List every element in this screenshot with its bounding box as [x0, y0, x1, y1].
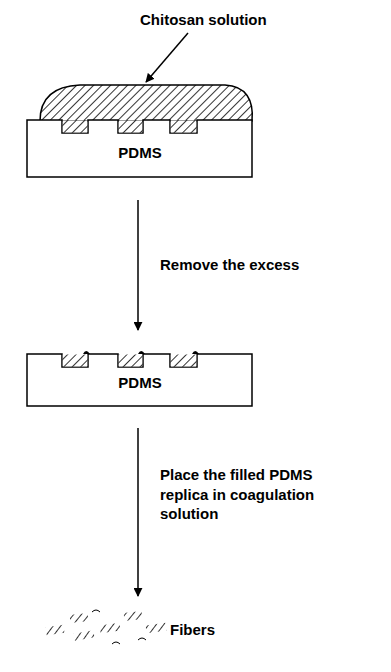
meniscus [138, 351, 145, 354]
filled-channel [171, 121, 197, 133]
mold-label: PDMS [27, 118, 253, 161]
material-label: Chitosan solution [140, 10, 267, 30]
fiber-pieces [46, 610, 167, 644]
filled-channel [63, 121, 88, 133]
chitosan-solution [40, 85, 252, 121]
filled-channel [171, 355, 197, 367]
process-arrow [137, 428, 139, 596]
meniscus [192, 351, 199, 354]
leader-arrow [146, 33, 188, 82]
filled-channel [63, 355, 88, 367]
process-arrow [137, 200, 139, 330]
step-label: Place the filled PDMS replica in coagula… [160, 465, 318, 524]
product-label: Fibers [170, 620, 215, 640]
step-label: Remove the excess [160, 255, 299, 275]
mold-label: PDMS [27, 352, 253, 391]
pdms-mold: PDMS [27, 118, 253, 178]
filled-channel [119, 121, 143, 133]
filled-channel [119, 355, 143, 367]
pdms-mold: PDMS [27, 352, 253, 407]
meniscus [83, 351, 90, 354]
